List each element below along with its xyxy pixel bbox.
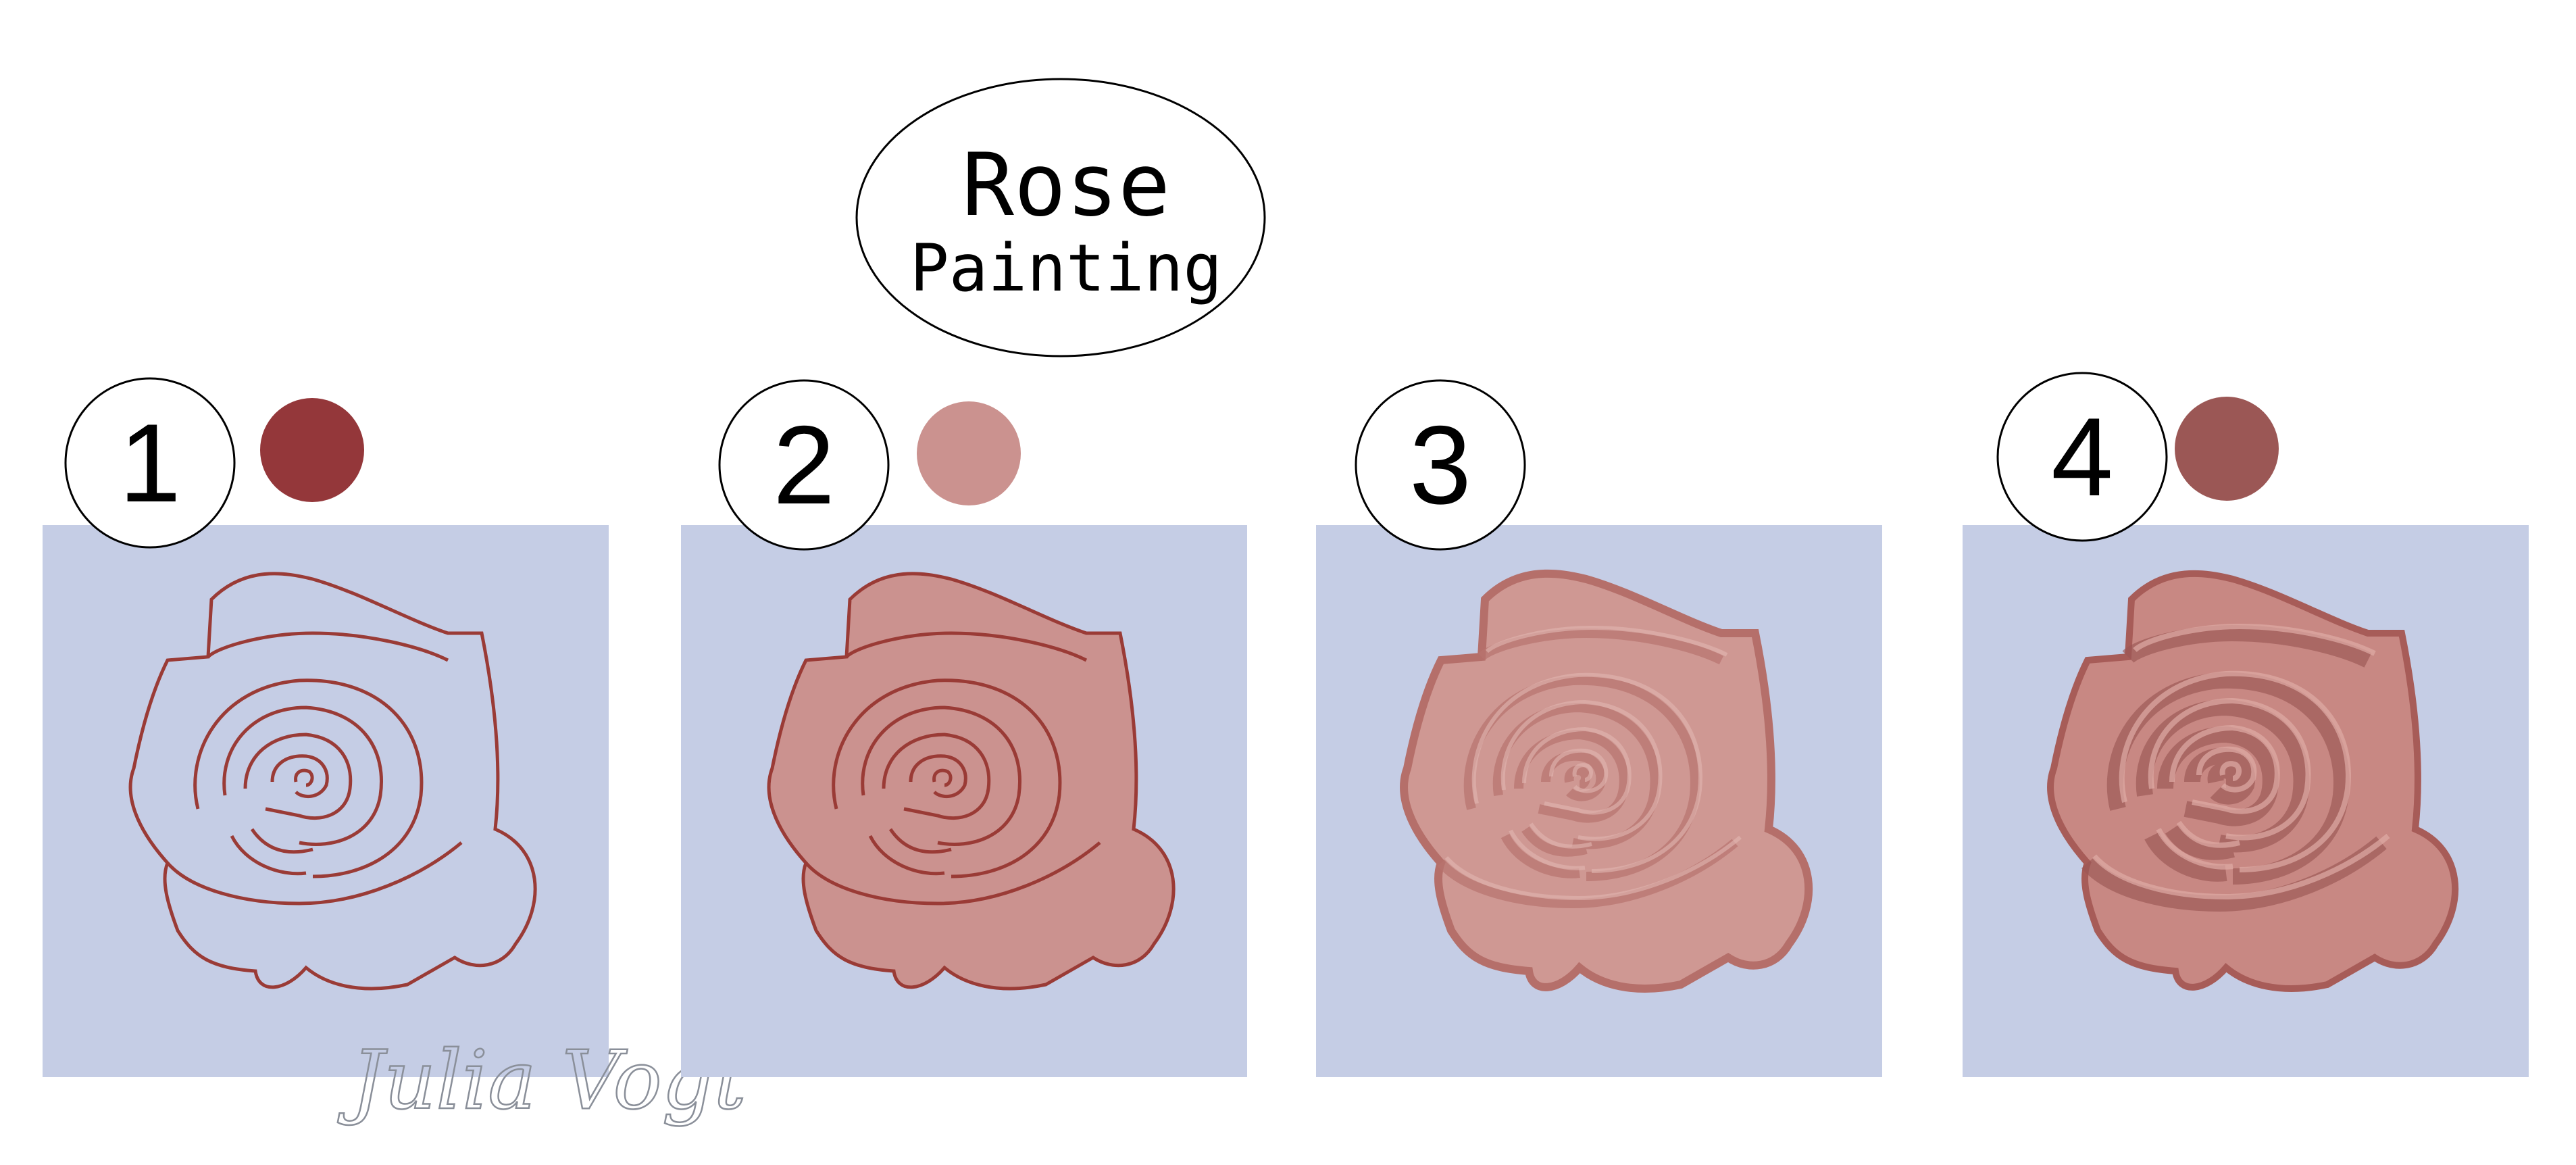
step-2-panel — [681, 525, 1247, 1077]
step-4-color-swatch — [2175, 397, 2279, 501]
svg-text:3: 3 — [1409, 403, 1471, 527]
step-3-badge: 3 — [1355, 379, 1526, 551]
svg-text:4: 4 — [2051, 395, 2113, 519]
step-1-color-swatch — [260, 398, 364, 502]
step-2-badge: 2 — [718, 379, 890, 551]
title-line-2: Painting — [910, 230, 1222, 306]
step-1-panel — [43, 525, 609, 1077]
title-bubble: Rose Painting — [855, 78, 1266, 357]
step-1-badge: 1 — [64, 377, 236, 549]
svg-text:2: 2 — [773, 403, 835, 527]
step-2-color-swatch — [917, 401, 1021, 505]
svg-text:1: 1 — [119, 401, 181, 525]
title-line-1: Rose — [962, 135, 1170, 236]
signature: Julia Vogt — [337, 1034, 747, 1128]
step-4-panel — [1963, 525, 2529, 1077]
step-4-badge: 4 — [1996, 372, 2168, 542]
step-3-panel — [1316, 525, 1882, 1077]
